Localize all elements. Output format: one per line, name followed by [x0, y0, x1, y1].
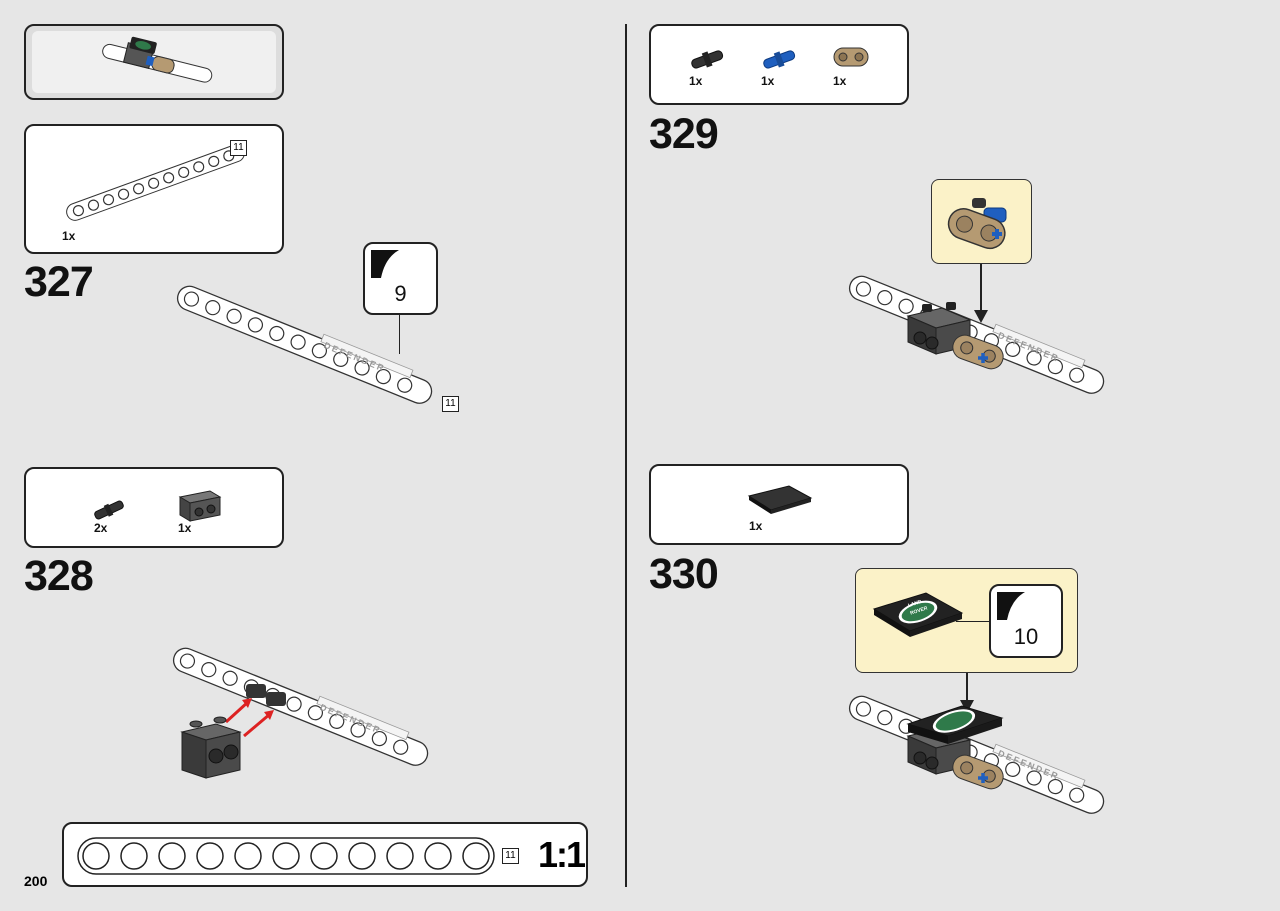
part-qty: 1x: [62, 229, 76, 243]
parts-box-327: 11 1x: [24, 124, 284, 254]
sticker-number: 10: [1013, 624, 1039, 649]
part-qty: 1x: [761, 74, 775, 88]
step-number-328: 328: [24, 552, 94, 600]
preview-box: [24, 24, 284, 100]
part-qty: 2x: [94, 521, 108, 535]
connector-with-pins-icon: [947, 198, 1007, 250]
ruler-length-label: 11: [502, 848, 519, 864]
beam-assembly-330-illustration: [848, 695, 1105, 814]
part-qty: 1x: [833, 74, 847, 88]
parts-box-328: 2x 1x: [24, 467, 284, 548]
sticker-sheet-icon: [371, 250, 399, 278]
beam-with-sticker-illustration: [176, 285, 433, 404]
badge-tile-icon: [872, 592, 964, 637]
page-divider: [625, 24, 627, 887]
step-number-329: 329: [649, 110, 719, 158]
ruler-beam-icon: [77, 837, 495, 875]
sticker-application-callout: LAND ROVER 10: [855, 568, 1078, 673]
technic-brick-icon: [178, 490, 222, 522]
length-label-box: 11: [230, 140, 247, 156]
beam-length-label: 11: [442, 396, 459, 412]
part-qty: 1x: [178, 521, 192, 535]
double-connector-tan-icon: [833, 47, 869, 67]
sticker-leader-line: [399, 314, 400, 354]
arrow-head: [960, 700, 974, 713]
sticker-leader-line: [956, 621, 990, 622]
axle-pin-blue-icon: [763, 50, 796, 69]
beam-assembly-329-illustration: [848, 275, 1105, 394]
tile-black-icon: [747, 485, 813, 514]
assembly-preview-icon: [102, 36, 213, 83]
step-number-327: 327: [24, 258, 94, 306]
arrow-head: [974, 310, 988, 323]
parts-box-330: 1x: [649, 464, 909, 545]
sticker-sheet-icon: [997, 592, 1025, 620]
parts-box-329: 1x 1x 1x: [649, 24, 909, 105]
axle-pin-black-icon: [94, 500, 124, 520]
sticker-callout-10: 10: [989, 584, 1063, 658]
sticker-number: 9: [394, 281, 407, 306]
part-qty: 1x: [749, 519, 763, 533]
beam-with-brick-illustration: [172, 647, 429, 779]
scale-label: 1:1: [538, 834, 586, 875]
step-number-330: 330: [649, 550, 719, 598]
beam-11-icon: [66, 144, 245, 221]
pin-black-icon: [691, 50, 724, 69]
scale-ruler-box: 11 1:1: [62, 822, 588, 887]
part-qty: 1x: [689, 74, 703, 88]
assembly-arrow: [966, 673, 968, 703]
assembly-arrow: [980, 264, 982, 312]
sticker-callout-9: 9: [363, 242, 438, 315]
page-number: 200: [24, 873, 48, 889]
sub-assembly-callout: [931, 179, 1032, 264]
